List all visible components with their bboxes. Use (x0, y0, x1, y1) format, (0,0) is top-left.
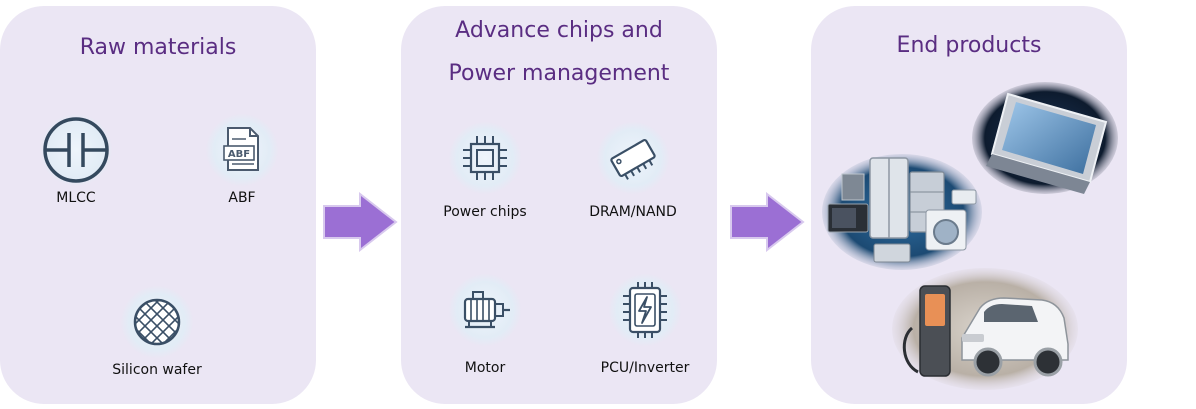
capacitor-icon (40, 114, 112, 186)
raw-materials-title: Raw materials (79, 35, 237, 60)
memory-chip-icon (597, 122, 669, 194)
mlcc-label: MLCC (56, 190, 96, 206)
abf-item: ABF ABF (167, 114, 317, 206)
ev-charging-car-photo (892, 268, 1078, 390)
pcu-inverter-icon (609, 274, 681, 346)
pcu-inverter-label: PCU/Inverter (600, 360, 690, 376)
power-chips-label: Power chips (443, 204, 527, 220)
tablet-photo (972, 82, 1118, 194)
advance-chips-title-line2: Power management (448, 61, 670, 86)
raw-materials-panel: Raw materials MLCC ABF ABF (0, 6, 316, 404)
flow-arrow-2 (730, 192, 805, 252)
motor-icon (449, 274, 521, 346)
dram-nand-label: DRAM/NAND (589, 204, 677, 220)
power-chips-item: Power chips (410, 122, 560, 220)
abf-document-icon: ABF (206, 114, 278, 186)
power-chip-icon (449, 122, 521, 194)
flow-arrow-1 (323, 192, 398, 252)
advance-chips-title-line1: Advance chips and (455, 18, 663, 43)
home-appliances-photo (822, 154, 982, 270)
silicon-wafer-label: Silicon wafer (112, 362, 202, 378)
silicon-wafer-item: Silicon wafer (82, 286, 232, 378)
abf-label: ABF (228, 190, 256, 206)
silicon-wafer-icon (121, 286, 193, 358)
abf-icon-text: ABF (228, 149, 250, 160)
advance-chips-panel: Advance chips and Power management Power… (401, 6, 717, 404)
motor-label: Motor (464, 360, 506, 376)
mlcc-item: MLCC (1, 114, 151, 206)
pcu-inverter-item: PCU/Inverter (570, 274, 720, 376)
dram-nand-item: DRAM/NAND (558, 122, 708, 220)
end-products-title: End products (896, 33, 1042, 58)
motor-item: Motor (410, 274, 560, 376)
